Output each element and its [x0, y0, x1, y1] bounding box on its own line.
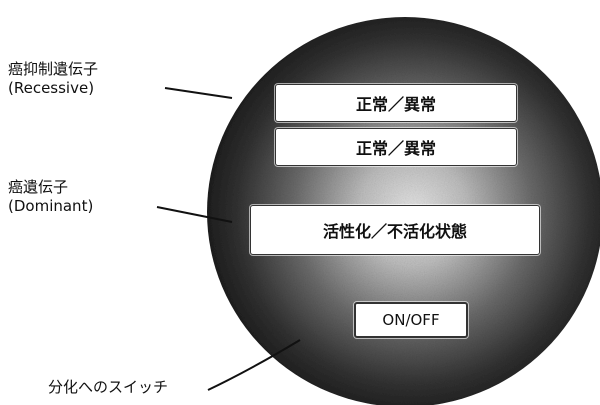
connector-switch: [207, 339, 301, 391]
status-box-2-text: 正常／異常: [355, 139, 436, 158]
switch-label: 分化へのスイッチ: [48, 378, 168, 397]
oncogene-label: 癌遺伝子 (Dominant): [8, 178, 93, 216]
status-box-2: 正常／異常: [275, 128, 517, 166]
activation-box: 活性化／不活化状態: [250, 205, 540, 255]
status-box-1: 正常／異常: [275, 84, 517, 122]
connector-tumor-suppressor: [164, 87, 233, 99]
tumor-suppressor-title: 癌抑制遺伝子: [8, 60, 99, 78]
status-box-1-text: 正常／異常: [355, 95, 436, 114]
oncogene-subtitle: (Dominant): [8, 197, 94, 215]
tumor-suppressor-label: 癌抑制遺伝子 (Recessive): [8, 60, 98, 98]
on-off-box-text: ON/OFF: [382, 311, 440, 329]
connector-oncogene: [156, 206, 233, 223]
switch-title: 分化へのスイッチ: [48, 378, 169, 396]
on-off-box: ON/OFF: [354, 302, 468, 338]
tumor-suppressor-subtitle: (Recessive): [8, 79, 95, 97]
activation-box-text: 活性化／不活化状態: [322, 222, 467, 241]
oncogene-title: 癌遺伝子: [8, 178, 69, 196]
